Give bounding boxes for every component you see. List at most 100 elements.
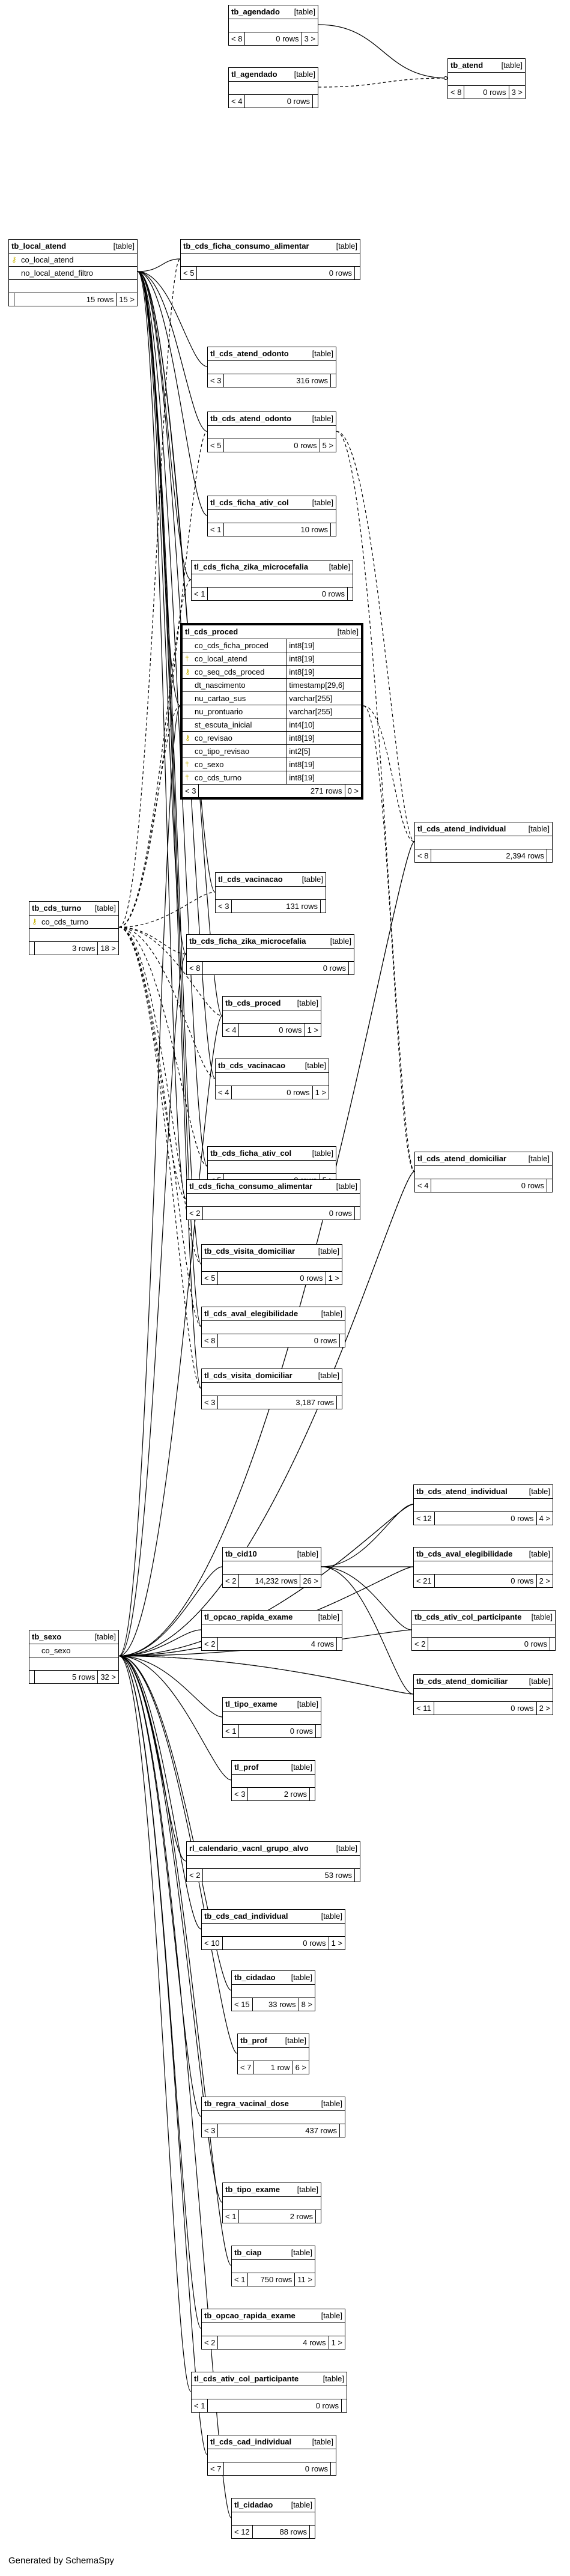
parent-count[interactable]: < 1 [223, 1725, 240, 1737]
child-count[interactable] [550, 1638, 555, 1650]
child-count[interactable] [310, 1788, 315, 1800]
child-count[interactable] [313, 95, 318, 108]
parent-count[interactable]: < 2 [223, 1575, 240, 1587]
parent-count[interactable]: < 4 [415, 1179, 432, 1192]
child-count[interactable]: 1 > [331, 2338, 342, 2347]
parent-count[interactable]: < 1 [232, 2273, 249, 2286]
column-row[interactable]: no_local_atend_filtro [9, 267, 137, 280]
parent-count[interactable]: < 7 [208, 2462, 225, 2475]
table-name[interactable]: tb_cds_proced [225, 998, 281, 1007]
table-name[interactable]: tb_cds_turno [32, 904, 82, 913]
table-rl_calendario_vacnl_grupo_alvo[interactable]: rl_calendario_vacnl_grupo_alvo[table]< 2… [186, 1841, 360, 1882]
table-name[interactable]: tl_cds_ficha_consumo_alimentar [189, 1182, 313, 1191]
parent-count[interactable]: < 8 [187, 962, 204, 974]
parent-count[interactable]: < 2 [187, 1869, 204, 1882]
table-name[interactable]: tb_cds_atend_individual [416, 1487, 508, 1496]
column-row[interactable]: co_sexo [29, 1644, 118, 1657]
parent-count[interactable] [29, 1671, 35, 1683]
table-name[interactable]: tb_cds_ficha_zika_microcefalia [189, 937, 306, 946]
child-count[interactable]: 3 > [511, 88, 523, 97]
table-name[interactable]: tb_local_atend [11, 242, 67, 251]
child-count[interactable] [355, 1207, 360, 1220]
table-name[interactable]: tl_cidadao [234, 2500, 273, 2509]
table-name[interactable]: tb_cid10 [225, 1549, 257, 1558]
child-count[interactable] [355, 267, 360, 279]
table-name[interactable]: tl_cds_atend_odonto [210, 349, 289, 358]
child-count[interactable]: 11 > [297, 2275, 312, 2284]
parent-count[interactable]: < 2 [412, 1638, 429, 1650]
table-name[interactable]: rl_calendario_vacnl_grupo_alvo [189, 1844, 309, 1853]
child-count[interactable]: 15 > [119, 295, 135, 304]
child-count[interactable] [310, 2526, 315, 2538]
table-name[interactable]: tb_cds_ficha_consumo_alimentar [183, 242, 309, 251]
table-name[interactable]: tl_agendado [231, 70, 277, 79]
child-count[interactable] [349, 962, 354, 974]
table-name[interactable]: tl_cds_vacinacao [218, 875, 283, 884]
table-name[interactable]: tl_tipo_exame [225, 1700, 277, 1709]
table-name[interactable]: tl_cds_ficha_zika_microcefalia [194, 562, 309, 571]
parent-count[interactable]: < 2 [187, 1207, 204, 1220]
child-count[interactable]: 1 > [307, 1025, 318, 1034]
parent-count[interactable]: < 4 [216, 1086, 232, 1099]
table-name[interactable]: tl_cds_cad_individual [210, 2437, 292, 2446]
parent-count[interactable]: < 8 [202, 1334, 219, 1347]
table-name[interactable]: tb_tipo_exame [225, 2185, 280, 2194]
table-name[interactable]: tl_opcao_rapida_exame [204, 1612, 293, 1621]
child-count[interactable] [348, 588, 353, 600]
child-count[interactable] [547, 1179, 552, 1192]
child-count[interactable]: 1 > [328, 1274, 339, 1283]
table-name[interactable]: tl_cds_atend_domiciliar [417, 1154, 507, 1163]
child-count[interactable] [340, 1334, 345, 1347]
parent-count[interactable]: < 8 [415, 849, 432, 862]
child-count[interactable]: 4 > [539, 1514, 550, 1523]
child-count[interactable] [331, 374, 336, 387]
parent-count[interactable]: < 12 [414, 1512, 435, 1525]
parent-count[interactable]: < 5 [181, 267, 198, 279]
child-count[interactable]: 5 > [322, 441, 333, 450]
table-name[interactable]: tb_agendado [231, 7, 280, 16]
table-name[interactable]: tb_cds_atend_odonto [210, 414, 292, 423]
child-count[interactable]: 1 > [315, 1088, 326, 1097]
child-count[interactable] [355, 1869, 360, 1882]
table-name[interactable]: tl_cds_ativ_col_participante [194, 2374, 299, 2383]
parent-count[interactable]: < 4 [223, 1024, 240, 1036]
parent-count[interactable]: < 11 [414, 1702, 434, 1715]
child-count[interactable]: 2 > [539, 1704, 550, 1713]
child-count[interactable] [316, 1725, 321, 1737]
parent-count[interactable]: < 21 [414, 1575, 435, 1587]
parent-count[interactable]: < 1 [223, 2210, 240, 2223]
table-name[interactable]: tb_cds_ativ_col_participante [414, 1612, 522, 1621]
table-name[interactable]: tb_cidadao [234, 1973, 276, 1982]
child-count[interactable]: 32 > [100, 1672, 116, 1681]
table-name[interactable]: tl_cds_visita_domiciliar [204, 1371, 293, 1380]
table-tb_cds_ficha_zika_microcefalia[interactable]: tb_cds_ficha_zika_microcefalia[table]< 8… [186, 934, 354, 975]
table-name[interactable]: tb_cds_cad_individual [204, 1912, 288, 1921]
child-count[interactable]: 26 > [303, 1576, 318, 1585]
parent-count[interactable]: < 3 [232, 1788, 249, 1800]
